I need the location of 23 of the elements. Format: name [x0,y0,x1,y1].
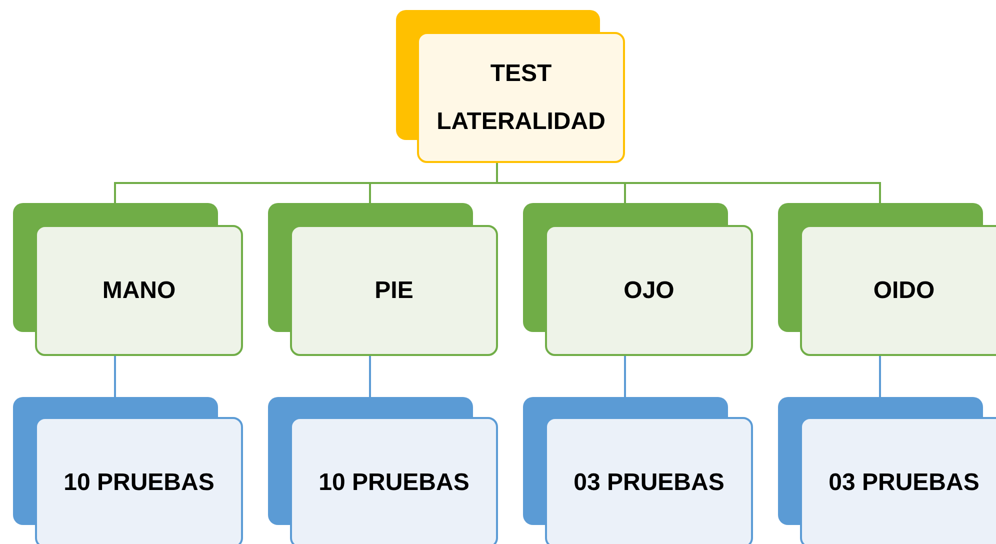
box-label: OIDO [872,276,936,306]
connector-line [879,356,881,397]
connector-line [369,356,371,397]
stacked-box [778,203,996,356]
box-label: 03 PRUEBAS [572,468,726,498]
stacked-box [268,203,498,356]
connector-line [114,356,116,397]
box-label: 10 PRUEBAS [62,468,216,498]
connector-line [496,163,881,203]
stacked-box [523,397,753,544]
box-label: MANO [101,276,177,306]
stacked-box [13,203,243,356]
stacked-box [13,397,243,544]
stacked-box [268,397,498,544]
box-label: TEST LATERALIDAD [436,58,606,136]
box-label: 03 PRUEBAS [828,468,980,498]
stacked-box [396,10,625,163]
box-label: OJO [622,276,676,306]
box-label: PIE [374,276,414,306]
stacked-box [778,397,996,544]
stacked-box [523,203,753,356]
connector-line [624,356,626,397]
box-label: 10 PRUEBAS [318,468,470,498]
